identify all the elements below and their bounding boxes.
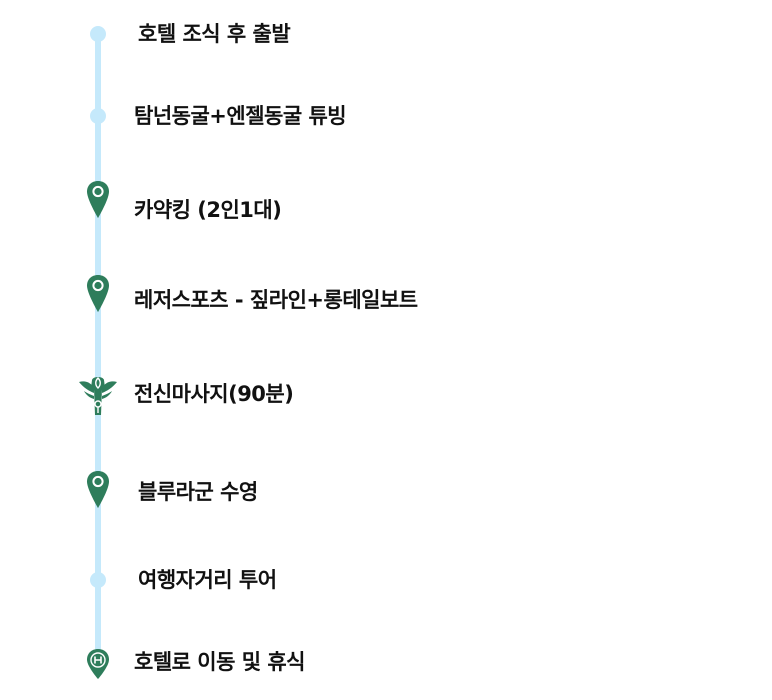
timeline-item: 레저스포츠 - 짚라인+롱테일보트 — [0, 272, 772, 312]
step-label: 카약킹 (2인1대) — [134, 198, 282, 222]
step-label: 레저스포츠 - 짚라인+롱테일보트 — [134, 288, 418, 312]
step-label: 호텔 조식 후 출발 — [138, 22, 291, 46]
location-pin-icon — [87, 181, 109, 218]
step-label: 블루라군 수영 — [138, 480, 258, 504]
timeline-item: 전신마사지(90분) — [0, 372, 772, 415]
step-label: 탐넌동굴+엔젤동굴 튜빙 — [134, 104, 347, 128]
timeline-track — [95, 32, 101, 672]
timeline-item: 호텔 조식 후 출발 — [0, 14, 772, 54]
location-pin-icon — [87, 275, 109, 312]
location-pin-icon — [87, 471, 109, 508]
step-label: 여행자거리 투어 — [138, 568, 277, 592]
timeline-item: 탐넌동굴+엔젤동굴 튜빙 — [0, 96, 772, 136]
dot-icon — [90, 108, 106, 124]
dot-icon — [90, 26, 106, 42]
dot-icon — [90, 572, 106, 588]
timeline-item: 여행자거리 투어 — [0, 560, 772, 600]
hotel-pin-icon — [87, 649, 109, 679]
timeline-item: 카약킹 (2인1대) — [0, 178, 772, 222]
step-label: 호텔로 이동 및 휴식 — [134, 650, 306, 674]
timeline-item: 블루라군 수영 — [0, 468, 772, 508]
step-label: 전신마사지(90분) — [134, 382, 294, 406]
spa-lotus-icon — [79, 377, 117, 415]
timeline-item: 호텔로 이동 및 휴식 — [0, 646, 772, 686]
